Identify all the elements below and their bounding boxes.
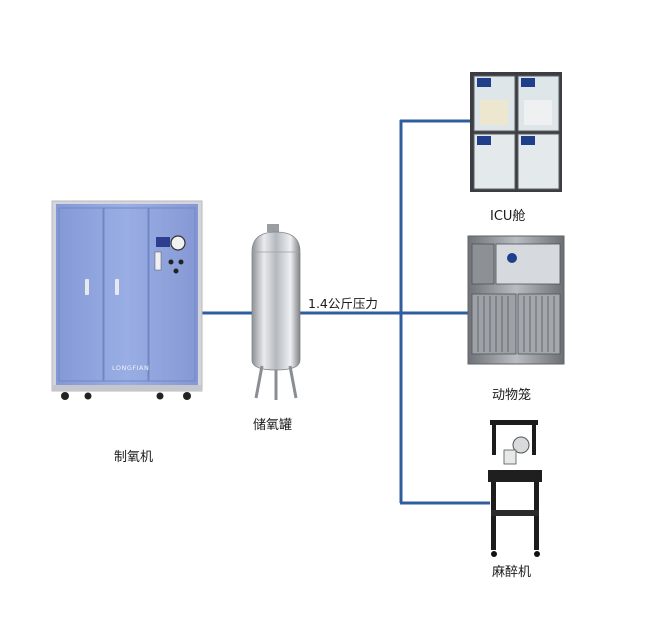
generator-label: 制氧机 bbox=[114, 450, 154, 465]
cage-label: 动物笼 bbox=[492, 388, 532, 403]
generator-brand-logo: LONGFIAN bbox=[112, 364, 149, 372]
icu-label: ICU舱 bbox=[490, 209, 526, 224]
anesthesia-label: 麻醉机 bbox=[492, 565, 532, 580]
anesthesia-machine bbox=[488, 420, 542, 557]
icu-chamber bbox=[470, 72, 562, 192]
oxygen-generator: LONGFIAN bbox=[51, 200, 203, 400]
oxygen-storage-tank bbox=[251, 224, 301, 400]
tank-label: 储氧罐 bbox=[253, 418, 293, 433]
pipe-network bbox=[200, 119, 490, 505]
pressure-label: 1.4公斤压力 bbox=[308, 296, 378, 311]
animal-cage bbox=[467, 235, 565, 365]
